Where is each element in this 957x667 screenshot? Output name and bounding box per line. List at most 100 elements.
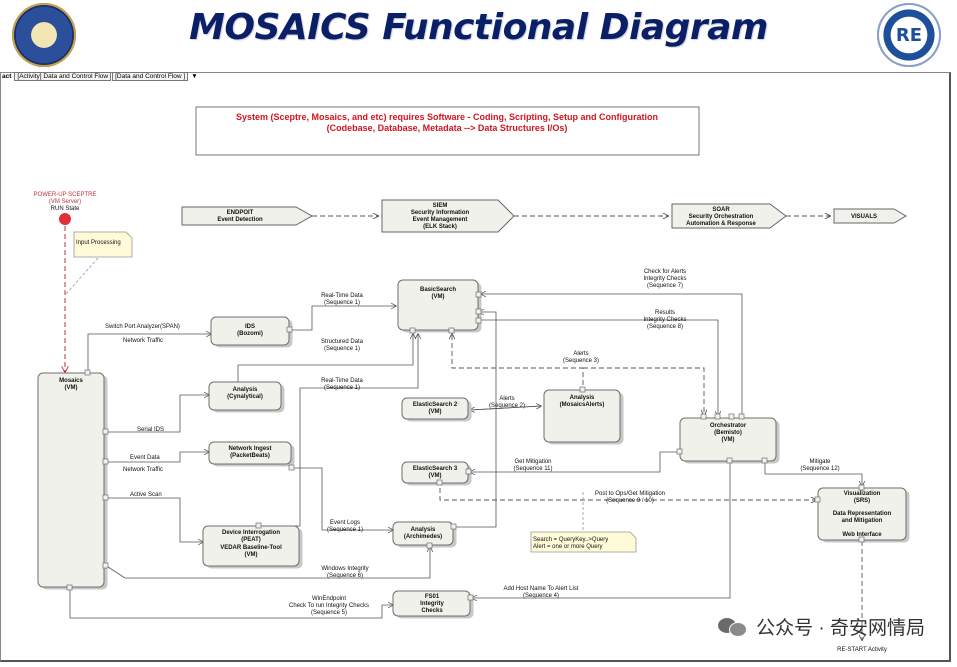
power-up-line-1: POWER-UP SCEPTRE: [34, 192, 97, 198]
power-up-line-2: (VM Server): [49, 199, 81, 205]
device-label-3: VEDAR Baseline-Tool: [220, 545, 282, 551]
label-network-traffic-1: Network Traffic: [123, 338, 163, 344]
label-alerts-3a: Alerts: [573, 351, 588, 357]
label-structured-a: Structured Data: [321, 339, 364, 345]
label-post-to-ops-b: (Sequence 9 / 10): [606, 498, 654, 504]
re-logo: RE: [877, 3, 941, 67]
search-note-line-1: Search = QueryKey..>Query: [533, 537, 608, 543]
label-realtime-1b: (Sequence 1): [324, 300, 360, 306]
edge-event-data: [105, 452, 209, 463]
visualization-label-3: Data Representation: [833, 511, 892, 517]
edge-winendpoint: [69, 588, 393, 619]
basicsearch-label-2: (VM): [432, 294, 445, 300]
edge-realtime-2: [259, 334, 418, 527]
node-device-interrogation[interactable]: Device Interrogation (PEAT) VEDAR Baseli…: [202, 522, 303, 569]
device-label-1: Device Interrogation: [222, 530, 280, 536]
node-analysis-cynalytical[interactable]: Analysis (Cynalytical): [208, 381, 285, 413]
diagram-frame: [0, 72, 951, 662]
re-logo-mark: RE: [895, 24, 923, 46]
label-get-mitigation-a: Get Mitigation: [514, 459, 551, 465]
node-basicsearch[interactable]: BasicSearch (VM): [397, 279, 482, 334]
visuals-label: VISUALS: [851, 214, 877, 220]
label-alerts-2a: Alerts: [499, 396, 514, 402]
edge-span: [87, 334, 211, 374]
node-visualization[interactable]: Visualization (SRS) Data Representation …: [814, 484, 910, 543]
edge-active-scan: [105, 497, 203, 542]
input-processing-label: Input Processing: [76, 240, 121, 246]
pipeline-endpoint[interactable]: ENDPOIT Event Detection: [181, 206, 314, 226]
basicsearch-label-1: BasicSearch: [420, 287, 456, 293]
edge-alerts-2-back: [470, 405, 542, 410]
label-add-host-b: (Sequence 4): [523, 593, 559, 599]
device-label-4: (VM): [245, 552, 258, 558]
edge-ids-basicsearch: [291, 306, 396, 331]
label-check-alerts-a: Check for Alerts: [644, 269, 686, 275]
visualization-label-1: Visualization: [844, 491, 881, 497]
edge-add-host: [472, 462, 731, 598]
siem-label-2: Security Information: [411, 210, 470, 216]
mosaics-label-1: Mosaics: [59, 378, 83, 384]
cyn-label-2: (Cynalytical): [227, 394, 263, 400]
fs01-label-3: Checks: [421, 608, 443, 614]
watermark-text: 公众号 · 奇安网情局: [756, 618, 925, 639]
device-label-2: (PEAT): [241, 537, 261, 543]
mosaicsalerts-label-1: Analysis: [570, 395, 595, 401]
diagram-tab-bar: act[Activity] Data and Control Flow[Data…: [0, 72, 201, 82]
label-winendpoint-c: (Sequence 5): [311, 610, 347, 616]
node-elasticsearch-3[interactable]: ElasticSearch 3 (VM): [401, 461, 472, 486]
node-mosaics[interactable]: Mosaics (VM): [37, 369, 109, 591]
edge-alerts-3-orch: [583, 367, 704, 415]
ids-label-2: (Bozomi): [237, 331, 263, 337]
node-analysis-mosaicsalerts[interactable]: Analysis (MosaicsAlerts): [543, 386, 624, 445]
label-post-to-ops-a: Post to Ops/Get Mitigation: [595, 491, 665, 497]
label-realtime-1a: Real-Time Data: [321, 293, 363, 299]
requirement-line-2: (Codebase, Database, Metadata --> Data S…: [327, 123, 568, 133]
requirement-box: [195, 106, 700, 156]
node-elasticsearch-2[interactable]: ElasticSearch 2 (VM): [401, 397, 472, 422]
page-title: MOSAICS Functional Diagram: [189, 7, 768, 48]
pipeline-soar[interactable]: SOAR Security Orchestration Automation &…: [671, 203, 787, 229]
edge-mitigate: [764, 462, 862, 486]
fs01-label-1: FS01: [425, 594, 440, 600]
pipeline-siem[interactable]: SIEM Security Information Event Manageme…: [381, 199, 515, 233]
label-mitigate-a: Mitigate: [809, 459, 831, 465]
edge-get-mitigation: [470, 451, 680, 472]
es2-label-1: ElasticSearch 2: [413, 402, 458, 408]
mosaics-label-2: (VM): [65, 385, 78, 391]
soar-label-3: Automation & Response: [686, 221, 756, 227]
tab-data-control-flow[interactable]: [Data and Control Flow ]: [112, 72, 189, 81]
input-processing-note: [73, 231, 133, 258]
ingest-label-1: Network Ingest: [228, 446, 271, 452]
soar-label-1: SOAR: [712, 207, 730, 213]
search-note: [530, 531, 637, 553]
visualization-label-4: and Mitigation: [842, 518, 883, 524]
tab-dropdown-icon[interactable]: ▼: [191, 73, 198, 80]
endpoint-label-1: ENDPOIT: [227, 210, 254, 216]
node-ids[interactable]: IDS (Bozomi): [210, 316, 293, 348]
label-mitigate-b: (Sequence 12): [800, 466, 839, 472]
start-node[interactable]: [59, 213, 71, 225]
fs01-label-2: Integrity: [420, 601, 444, 607]
label-results-c: (Sequence 8): [647, 324, 683, 330]
tab-activity[interactable]: [Activity] Data and Control Flow: [14, 72, 112, 81]
label-winendpoint-a: WinEndpoint: [312, 596, 346, 602]
soar-label-2: Security Orchestration: [689, 214, 754, 220]
label-structured-b: (Sequence 1): [324, 346, 360, 352]
diagram-kind-label: act: [2, 73, 12, 80]
mosaicsalerts-label-2: (MosaicsAlerts): [560, 402, 605, 408]
node-fs01[interactable]: FS01 Integrity Checks: [392, 590, 474, 619]
edge-results: [479, 319, 718, 416]
label-windows-integrity-b: (Sequence 6): [327, 573, 363, 579]
node-network-ingest[interactable]: Network Ingest (PacketBeats): [208, 441, 295, 471]
node-analysis-archimedes[interactable]: Analysis (Archimedes): [392, 521, 457, 549]
edge-post-to-ops: [439, 480, 816, 500]
label-alerts-3b: (Sequence 3): [563, 358, 599, 364]
visualization-label-2: (SRS): [854, 498, 870, 504]
label-winendpoint-b: Check To run Integrity Checks: [289, 603, 369, 609]
cyn-label-1: Analysis: [233, 387, 258, 393]
wechat-icon: [718, 615, 748, 639]
pipeline-visuals[interactable]: VISUALS: [833, 208, 907, 224]
archimedes-label-2: (Archimedes): [404, 534, 442, 540]
node-orchestrator[interactable]: Orchestrator (Bemisto) (VM): [676, 413, 780, 464]
